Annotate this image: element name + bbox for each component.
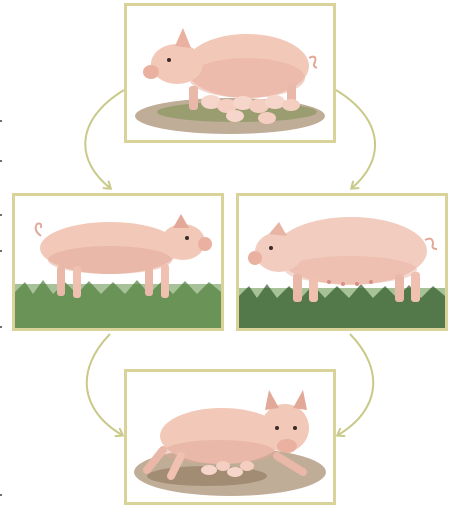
- mature-pig-panel: [236, 193, 448, 331]
- sow-with-piglets-illustration: [127, 6, 333, 140]
- arrow-top-to-left: [85, 90, 124, 188]
- sow-nursing-piglets-panel: [124, 3, 336, 143]
- young-pig-panel: [12, 193, 224, 331]
- young-pig-illustration: [15, 196, 221, 328]
- sow-lying-with-piglets-illustration: [127, 372, 333, 502]
- mature-pig-illustration: [239, 196, 445, 328]
- edge-mark: [0, 494, 2, 496]
- arrow-right-to-bottom: [338, 334, 373, 435]
- edge-mark: [0, 326, 2, 328]
- arrow-left-to-bottom: [87, 334, 122, 435]
- edge-mark: [0, 120, 2, 122]
- edge-mark: [0, 160, 2, 162]
- edge-mark: [0, 250, 2, 252]
- sow-lying-piglets-panel: [124, 369, 336, 505]
- arrow-top-to-right: [336, 90, 375, 188]
- edge-mark: [0, 214, 2, 216]
